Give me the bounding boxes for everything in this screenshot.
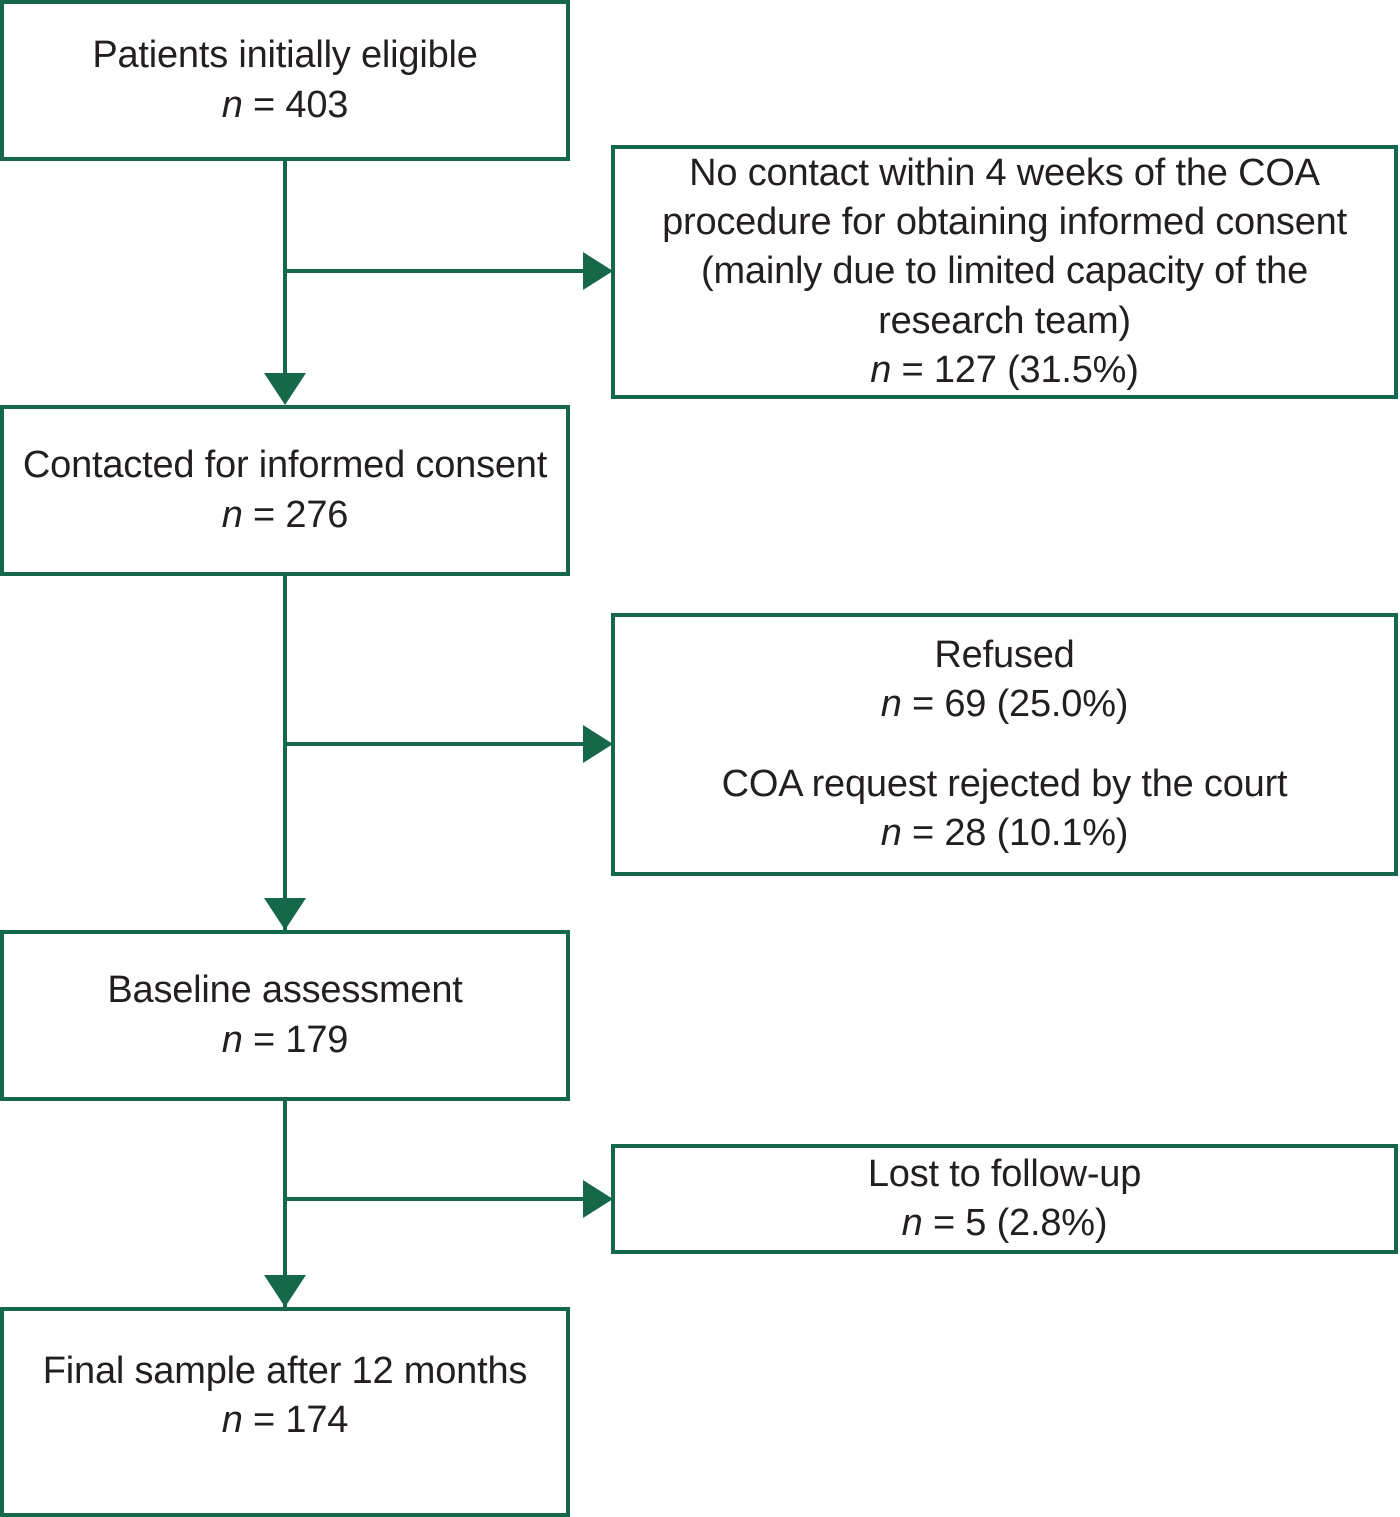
arrow-down-contacted-to-baseline bbox=[264, 898, 306, 930]
node-exclusion-no-contact: No contact within 4 weeks of the COA pro… bbox=[611, 145, 1398, 399]
node-count-rejected: n = 28 (10.1%) bbox=[880, 811, 1129, 854]
connector-contacted-to-refused bbox=[285, 742, 585, 746]
node-contacted-for-informed-consent: Contacted for informed consent n = 276 bbox=[0, 405, 570, 576]
node-title-lost: Lost to follow-up bbox=[867, 1152, 1142, 1195]
node-baseline-assessment: Baseline assessment n = 179 bbox=[0, 930, 570, 1101]
node-title-final: Final sample after 12 months bbox=[42, 1349, 528, 1392]
node-patients-initially-eligible: Patients initially eligible n = 403 bbox=[0, 0, 570, 161]
node-title-no-contact: No contact within 4 weeks of the COA pro… bbox=[662, 151, 1347, 342]
node-count-baseline: n = 179 bbox=[221, 1018, 349, 1061]
node-title-rejected: COA request rejected by the court bbox=[721, 762, 1288, 805]
connector-baseline-to-lost bbox=[285, 1197, 585, 1201]
arrow-right-eligible-to-no-contact bbox=[583, 252, 613, 290]
arrow-down-eligible-to-contacted bbox=[264, 373, 306, 405]
node-count-no-contact: n = 127 (31.5%) bbox=[870, 349, 1139, 392]
node-count-lost: n = 5 (2.8%) bbox=[901, 1202, 1108, 1244]
connector-contacted-to-baseline-stem bbox=[283, 575, 287, 932]
node-title-eligible: Patients initially eligible bbox=[92, 34, 478, 77]
node-exclusion-refused-rejected: Refused n = 69 (25.0%) COA request rejec… bbox=[611, 613, 1398, 876]
node-inner-spacer bbox=[629, 730, 1380, 760]
arrow-right-contacted-to-refused bbox=[583, 725, 613, 763]
node-title-baseline: Baseline assessment bbox=[107, 969, 463, 1012]
node-count-contacted: n = 276 bbox=[221, 493, 349, 536]
node-exclusion-lost-to-follow-up: Lost to follow-up n = 5 (2.8%) bbox=[611, 1144, 1398, 1254]
node-title-refused: Refused bbox=[934, 633, 1075, 676]
connector-baseline-to-final-stem bbox=[283, 1100, 287, 1308]
node-title-contacted: Contacted for informed consent bbox=[22, 444, 548, 487]
node-count-refused: n = 69 (25.0%) bbox=[880, 683, 1129, 726]
arrow-down-baseline-to-final bbox=[264, 1275, 306, 1307]
connector-eligible-to-contacted-stem bbox=[283, 160, 287, 390]
node-count-final: n = 174 bbox=[221, 1399, 349, 1441]
connector-eligible-to-no-contact bbox=[285, 269, 585, 273]
node-count-eligible: n = 403 bbox=[221, 83, 349, 126]
arrow-right-baseline-to-lost bbox=[583, 1180, 613, 1218]
node-final-sample: Final sample after 12 months n = 174 bbox=[0, 1307, 570, 1517]
